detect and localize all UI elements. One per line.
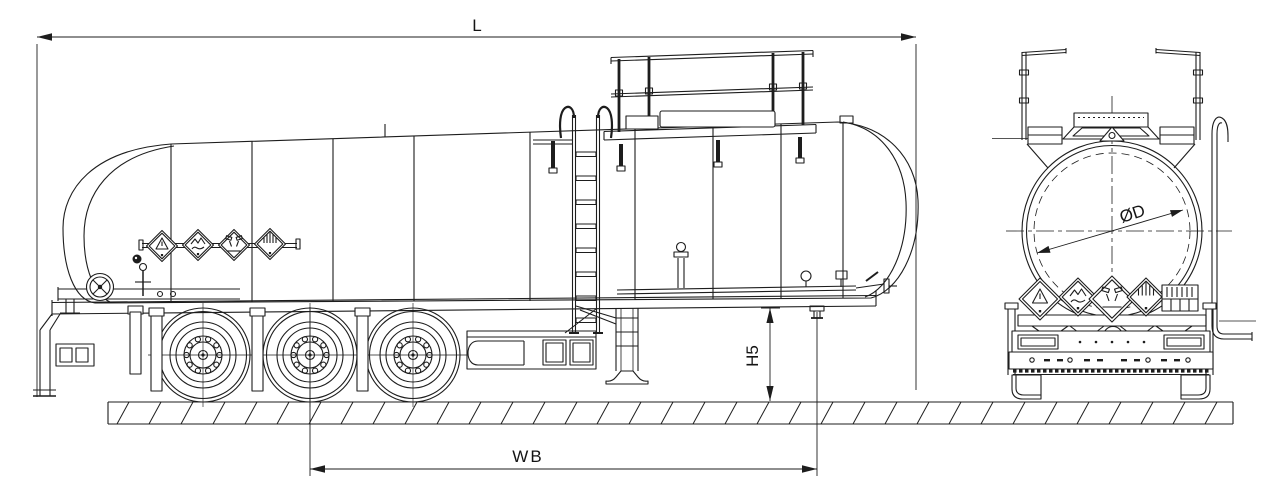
handwheel-icon (85, 272, 115, 302)
side-view: L H5 (33, 16, 919, 408)
rear-light-cluster (1161, 284, 1199, 312)
hazard-placards-rear (1018, 275, 1199, 323)
hazard-placards-side (132, 227, 301, 264)
corrosive-diamond-icon (217, 228, 251, 262)
environment-diamond-icon (181, 228, 215, 262)
chassis-frame (33, 291, 877, 397)
rear-piping (57, 262, 240, 314)
discharge-pipe (1211, 116, 1256, 341)
top-platform (548, 49, 817, 174)
cap-icon (132, 254, 142, 264)
class9-diamond-icon (253, 227, 287, 261)
wheel-1 (147, 302, 259, 408)
warning-diamond-icon (145, 229, 179, 263)
folded-handrail-right (1155, 48, 1204, 169)
folded-rail-posts (548, 137, 805, 174)
rear-bumper (1008, 330, 1214, 400)
overall-length-label: L (472, 16, 481, 35)
ground (107, 401, 1234, 425)
dimension-overall-length: L (36, 16, 917, 397)
wheelbase-label: WB (512, 447, 543, 466)
tank-diameter-label: ØD (1117, 201, 1147, 227)
dimension-rear-height: H5 (743, 307, 780, 401)
class9-diamond-icon (1126, 277, 1166, 317)
rear-top-walkway (992, 48, 1204, 169)
rear-fender-right (1180, 374, 1211, 400)
valve-handle-icon (135, 262, 151, 296)
rear-view: ØD (992, 48, 1256, 400)
folded-handrail-left (1018, 48, 1067, 169)
tank-shell-side (62, 115, 919, 304)
equipment-box (466, 330, 597, 370)
top-fitting (839, 115, 854, 124)
tank-weld-seams (170, 122, 844, 302)
environment-diamond-icon (1058, 277, 1098, 317)
walkway-hatch-box (659, 110, 776, 128)
wheels (147, 302, 469, 408)
dimension-tank-diameter: ØD (1036, 201, 1184, 254)
ladder (533, 105, 614, 334)
warning-diamond-icon (1018, 277, 1062, 321)
wheel-3 (357, 302, 469, 408)
rear-height-label: H5 (743, 345, 762, 367)
rear-bumper-side (33, 313, 95, 397)
corrosive-diamond-icon (1088, 275, 1136, 323)
mudflaps (127, 305, 371, 392)
rear-fender-left (1011, 374, 1042, 400)
dimension-wheelbase: WB (309, 307, 818, 476)
bottom-piping (616, 241, 897, 295)
